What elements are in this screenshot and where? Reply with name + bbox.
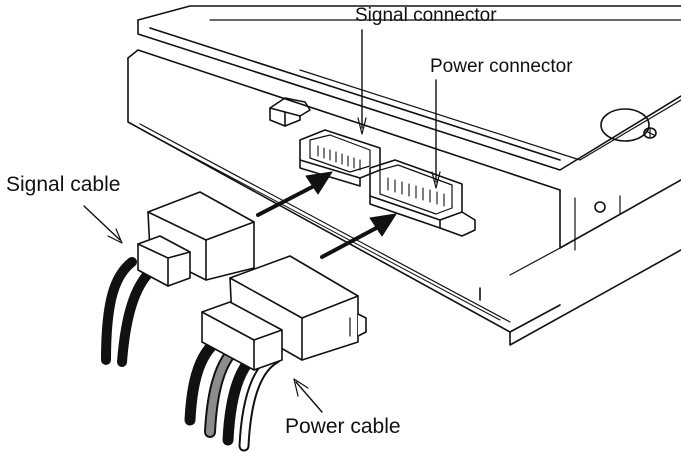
signal-insert-arrow — [256, 183, 318, 217]
drive-side-hole — [594, 201, 606, 213]
power-insert-arrow — [320, 224, 382, 259]
power-plug-boot — [201, 301, 283, 371]
signal-plug-boot — [137, 235, 191, 287]
hard-drive — [127, 5, 681, 346]
drive-screw — [600, 108, 650, 142]
drive-top-cover — [137, 5, 681, 21]
insertion-arrows — [256, 171, 397, 259]
power-cable-label: Power cable — [285, 415, 401, 438]
signal-wire-2 — [117, 263, 159, 367]
leader-lines — [83, 29, 441, 413]
signal-cable-label: Signal cable — [6, 173, 121, 196]
power-connector-label: Power connector — [430, 56, 573, 77]
power-connector — [369, 159, 476, 237]
signal-wire-1 — [101, 257, 137, 365]
signal-connector-label: Signal connector — [355, 5, 497, 26]
signal-cable — [101, 191, 255, 367]
power-cable — [184, 255, 367, 452]
